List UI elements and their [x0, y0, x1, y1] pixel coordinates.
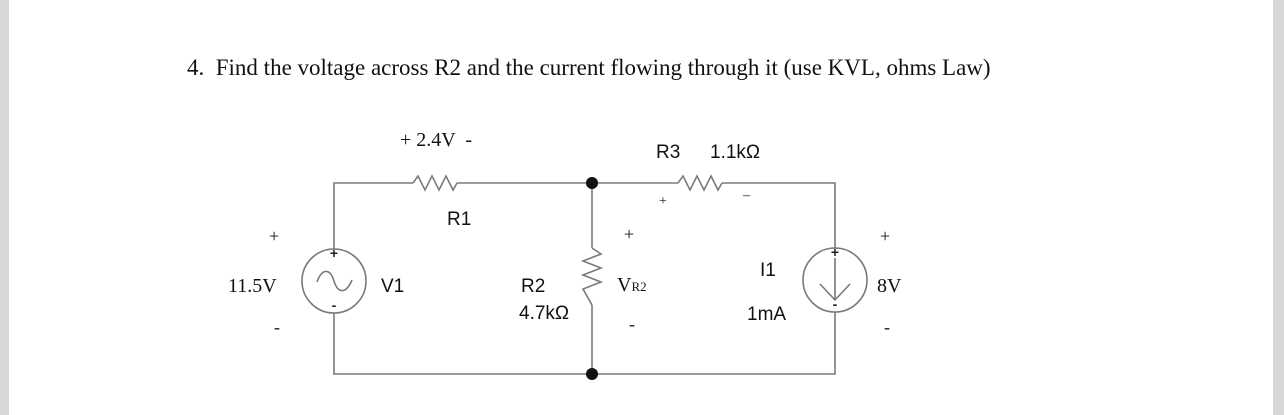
r2-label: R2 — [521, 276, 545, 297]
v1-label: V1 — [381, 276, 404, 297]
v1-inner-minus: - — [332, 297, 337, 313]
v1-inner-plus: + — [330, 245, 338, 261]
vr2-label: VR2 — [617, 274, 647, 296]
i1-label: I1 — [760, 260, 776, 281]
sine-wave — [316, 270, 353, 292]
wire-r3-right — [722, 182, 836, 248]
vr2-minus: - — [629, 314, 635, 334]
v1-value: 11.5V — [228, 275, 277, 297]
v8-plus: + — [880, 226, 890, 246]
r3-resistor — [677, 174, 723, 192]
question-number: 4. — [187, 55, 205, 80]
wire-right-bottom — [592, 312, 836, 375]
i1-inner-plus: + — [831, 244, 839, 260]
r3-minus: – — [742, 188, 751, 203]
r2-resistor — [580, 247, 604, 306]
node-bottom — [586, 368, 598, 380]
r2-value: 4.7kΩ — [519, 303, 569, 324]
v8-minus: - — [884, 317, 890, 337]
current-source-icon — [802, 247, 868, 313]
node-top — [586, 177, 598, 189]
document-page — [9, 0, 1273, 415]
i1-inner-minus: - — [833, 296, 838, 312]
r1-voltage-label: + 2.4V - — [400, 129, 472, 151]
v1-plus: + — [269, 226, 279, 246]
arrow-down-icon — [819, 258, 851, 302]
ac-source-icon — [301, 248, 367, 314]
question-body: Find the voltage across R2 and the curre… — [215, 55, 991, 80]
r3-plus: + — [659, 194, 667, 209]
v8-value: 8V — [877, 275, 902, 297]
r3-value: 1.1kΩ — [710, 142, 760, 163]
r1-label: R1 — [447, 209, 471, 230]
question-text: 4. Find the voltage across R2 and the cu… — [187, 55, 991, 81]
wire-bottom-left — [333, 313, 592, 375]
wire-left-top — [333, 182, 413, 249]
r3-label: R3 — [656, 142, 680, 163]
i1-value: 1mA — [747, 304, 786, 325]
r1-resistor — [412, 174, 458, 192]
vr2-plus: + — [624, 224, 634, 244]
v1-minus: - — [274, 317, 280, 337]
